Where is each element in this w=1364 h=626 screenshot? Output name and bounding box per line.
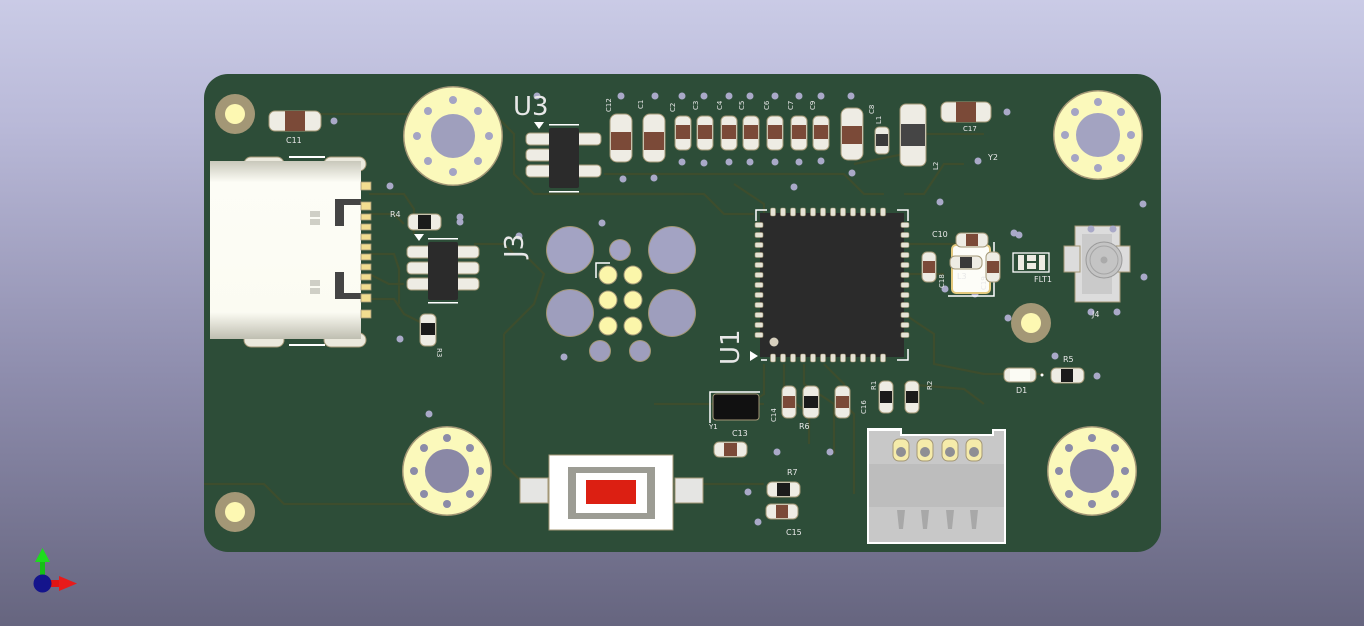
ref-l1: L1 xyxy=(875,115,883,124)
resistor-r4 xyxy=(407,213,442,241)
mounting-hole-bottom-right xyxy=(1047,426,1137,516)
ref-c6: C6 xyxy=(763,100,771,110)
fiducials xyxy=(215,94,1051,532)
ic-u3 xyxy=(525,122,602,193)
ref-c11: C11 xyxy=(286,136,302,145)
ref-c3: C3 xyxy=(692,100,700,110)
label-u3: U3 xyxy=(513,92,549,122)
ref-c4: C4 xyxy=(716,100,724,110)
ref-l3: L3 xyxy=(957,272,967,281)
ref-r7: R7 xyxy=(787,468,798,477)
mounting-hole-top-right xyxy=(1053,90,1143,180)
capacitor-c11 xyxy=(268,110,322,132)
ref-c13: C13 xyxy=(732,429,748,438)
ref-c2: C2 xyxy=(669,102,677,112)
capacitor-c15 xyxy=(765,503,799,520)
ref-c19: C19 xyxy=(980,276,988,290)
resistor-r5 xyxy=(1050,367,1085,384)
ref-c14: C14 xyxy=(770,408,778,422)
ref-c18: C18 xyxy=(938,274,946,288)
ref-c5: C5 xyxy=(738,100,746,110)
mounting-hole-top-left xyxy=(403,86,503,186)
passives-bottom-row xyxy=(781,380,920,419)
resistor-r3 xyxy=(419,313,437,347)
ref-c17: C17 xyxy=(963,125,977,133)
mounting-hole-bottom-left xyxy=(402,426,492,516)
tactile-switch xyxy=(519,454,704,531)
ref-c7: C7 xyxy=(787,100,795,110)
ref-r6: R6 xyxy=(799,422,810,431)
connector-j3 xyxy=(546,226,696,362)
pcb-artwork xyxy=(204,86,1148,544)
pcb-board: U3 J3 U1 C11 R4 R3 C12 C1 C2 C3 C4 C5 C6… xyxy=(204,74,1161,552)
resistor-r7 xyxy=(766,481,801,498)
label-j3: J3 xyxy=(500,233,530,258)
crystal-y1 xyxy=(709,391,760,423)
label-u1: U1 xyxy=(716,329,746,365)
ref-d1: D1 xyxy=(1016,386,1028,395)
cap-row-vias xyxy=(617,92,856,183)
inductor-l2 xyxy=(899,103,927,167)
ref-j4: J4 xyxy=(1092,310,1100,319)
mounting-holes xyxy=(215,86,1143,532)
inductor-l1 xyxy=(874,126,890,155)
rf-section xyxy=(921,200,1148,316)
usb-c-connector xyxy=(210,156,372,348)
ref-r1: R1 xyxy=(870,380,878,390)
decoupling-capacitors xyxy=(609,107,864,163)
axis-gizmo xyxy=(33,548,77,593)
ref-r5: R5 xyxy=(1063,355,1074,364)
ref-c12: C12 xyxy=(605,98,613,112)
ref-r2: R2 xyxy=(926,380,934,390)
ic-sot23-6 xyxy=(406,238,480,304)
capacitor-c13 xyxy=(713,441,748,458)
capacitor-c17 xyxy=(940,101,992,123)
ref-c9: C9 xyxy=(809,100,817,110)
ref-flt1: FLT1 xyxy=(1034,275,1052,284)
ref-c16: C16 xyxy=(860,400,868,414)
ref-c10: C10 xyxy=(932,230,948,239)
ref-c15: C15 xyxy=(786,528,802,537)
ref-y2: Y2 xyxy=(988,153,998,162)
connector-j1 xyxy=(867,428,1006,544)
ref-r3: R3 xyxy=(435,348,443,358)
ic-u1 xyxy=(750,207,910,363)
ref-c1: C1 xyxy=(637,99,645,109)
ref-c8: C8 xyxy=(868,104,876,114)
ref-l2: L2 xyxy=(932,161,940,170)
led-d1 xyxy=(1003,367,1044,383)
ref-r4: R4 xyxy=(390,210,401,219)
ref-y1: Y1 xyxy=(709,423,718,431)
